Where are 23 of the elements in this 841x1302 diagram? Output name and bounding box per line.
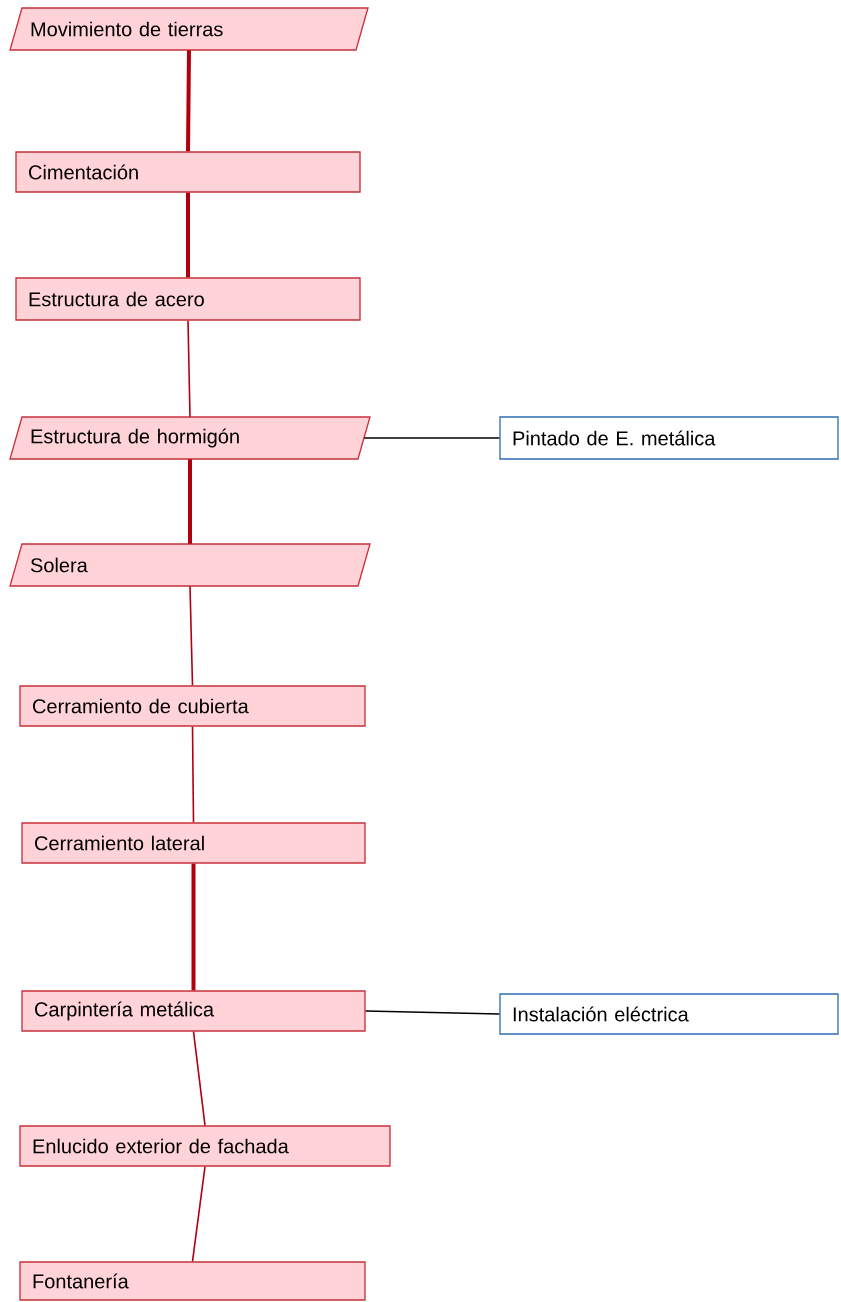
connector-line [191, 725, 195, 824]
parallelogram-box: Solera [9, 543, 371, 587]
connector-line [192, 1030, 206, 1127]
task-box: Cimentación [15, 151, 361, 193]
connector-line [364, 1010, 501, 1015]
connector-line [189, 585, 194, 687]
connector-line [186, 192, 190, 278]
task-box: Enlucido exterior de fachada [19, 1125, 391, 1167]
connector-line [191, 1165, 206, 1263]
parallelogram-box: Movimiento de tierras [9, 7, 369, 51]
task-box: Carpintería metálica [21, 990, 366, 1032]
connector-line [191, 863, 196, 991]
connector-line [188, 459, 192, 544]
connector-line [187, 319, 191, 418]
task-box: Cerramiento lateral [21, 822, 366, 864]
parallelogram-box: Estructura de hormigón [9, 416, 371, 460]
task-box: Pintado de E. metálica [499, 416, 839, 460]
task-box: Cerramiento de cubierta [19, 685, 366, 727]
task-box: Estructura de acero [15, 277, 361, 321]
task-box: Fontanería [19, 1261, 366, 1301]
connector-line [363, 437, 501, 439]
connector-line [186, 50, 191, 152]
task-box: Instalación eléctrica [499, 993, 839, 1035]
